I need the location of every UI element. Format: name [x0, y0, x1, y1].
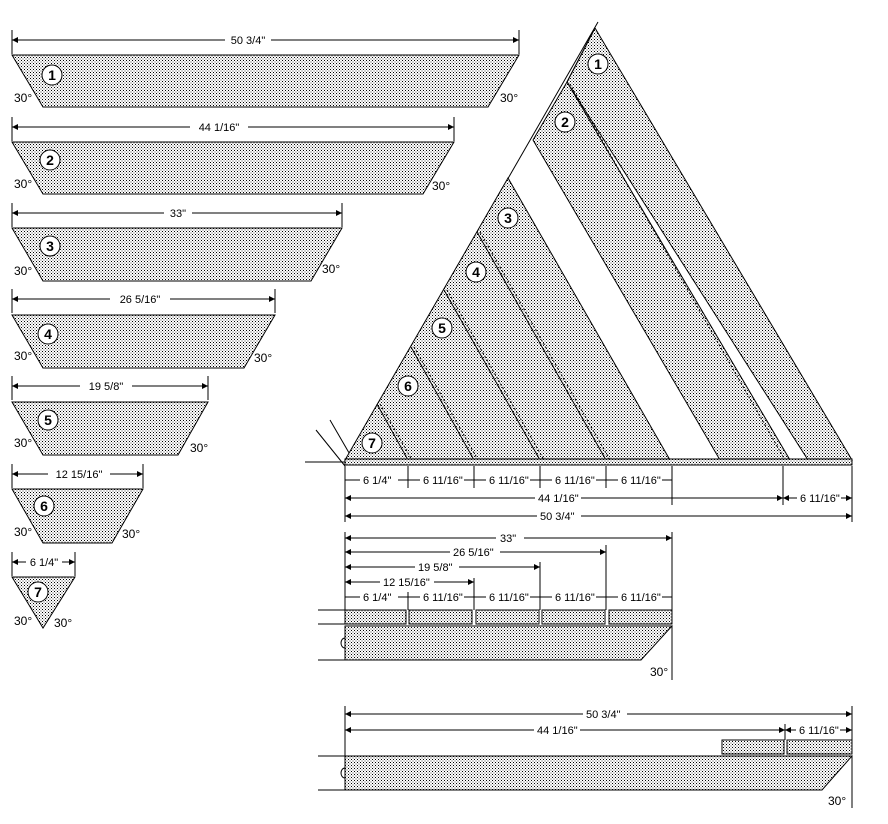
- assembly-spacing-4: 6 11/16": [555, 475, 595, 487]
- assembly-number-5: 5: [438, 320, 446, 336]
- layout2-length-33: 33": [500, 533, 516, 545]
- layout3-length-50: 50 3/4": [586, 709, 621, 721]
- piece-1-angle-right: 30°: [500, 91, 518, 105]
- piece-1: 50 3/4" 1 30° 30°: [11, 30, 520, 108]
- piece-4-angle-right: 30°: [254, 351, 272, 365]
- board-layout-2: 33" 26 5/16" 19 5/8" 12 15/16" 6 1/4" 6 …: [318, 532, 674, 680]
- layout2-length-19: 19 5/8": [418, 562, 453, 574]
- assembly-spacing-3: 6 11/16": [489, 475, 529, 487]
- piece-6-length: 12 15/16": [56, 469, 103, 481]
- piece-5-number: 5: [44, 412, 52, 428]
- piece-4-number: 4: [44, 326, 52, 342]
- layout2-spacing-1: 6 1/4": [363, 592, 391, 604]
- piece-2-number: 2: [46, 152, 54, 168]
- layout3-spacing: 6 11/16": [799, 725, 839, 737]
- assembly-length-50: 50 3/4": [540, 511, 575, 523]
- piece-2-angle-left: 30°: [14, 177, 32, 191]
- assembly-spacing-2: 6 11/16": [423, 475, 463, 487]
- board-layout-3: 50 3/4" 44 1/16" 6 11/16" 30°: [318, 706, 854, 808]
- piece-5: 19 5/8" 5 30° 30°: [11, 376, 209, 456]
- piece-3-number: 3: [46, 238, 54, 254]
- layout2-spacing-2: 6 11/16": [423, 592, 463, 604]
- piece-3-angle-left: 30°: [14, 264, 32, 278]
- piece-7-number: 7: [34, 584, 42, 600]
- assembly-number-7: 7: [368, 435, 376, 451]
- piece-2-angle-right: 30°: [432, 179, 450, 193]
- assembly-number-4: 4: [472, 264, 480, 280]
- layout3-length-44: 44 1/16": [537, 725, 578, 737]
- piece-1-length: 50 3/4": [231, 35, 266, 47]
- piece-5-angle-left: 30°: [14, 436, 32, 450]
- assembly-number-2: 2: [561, 114, 569, 130]
- layout2-angle: 30°: [650, 665, 668, 679]
- assembly-spacing-1: 6 1/4": [363, 475, 391, 487]
- piece-4: 26 5/16" 4 30° 30°: [11, 289, 276, 369]
- assembly-number-3: 3: [504, 210, 512, 226]
- layout2-spacing-3: 6 11/16": [489, 592, 529, 604]
- assembly-spacing-6: 6 11/16": [800, 493, 840, 505]
- piece-4-angle-left: 30°: [14, 349, 32, 363]
- piece-3: 33" 3 30° 30°: [11, 203, 343, 282]
- piece-4-length: 26 5/16": [120, 294, 161, 306]
- piece-2: 44 1/16" 2 30° 30°: [11, 117, 455, 195]
- piece-list: 50 3/4" 1 30° 30° 44 1/16" 2 30° 30°: [11, 30, 520, 630]
- piece-6-number: 6: [40, 498, 48, 514]
- piece-6: 12 15/16" 6 30° 30°: [11, 464, 144, 544]
- assembly-view: 1 2 3 4 5 6 7 6 1/4" 6 11/16" 6 1: [305, 21, 853, 523]
- layout3-angle: 30°: [828, 794, 846, 808]
- piece-6-angle-right: 30°: [122, 527, 140, 541]
- piece-5-angle-right: 30°: [190, 441, 208, 455]
- piece-7: 6 1/4" 7 30° 30°: [11, 552, 76, 630]
- piece-7-angle-left: 30°: [14, 614, 32, 628]
- piece-6-angle-left: 30°: [14, 525, 32, 539]
- assembly-number-6: 6: [404, 378, 412, 394]
- assembly-length-44: 44 1/16": [538, 493, 579, 505]
- assembly-spacing-5: 6 11/16": [621, 475, 661, 487]
- piece-5-length: 19 5/8": [89, 381, 124, 393]
- assembly-number-1: 1: [594, 56, 602, 72]
- piece-7-length: 6 1/4": [30, 557, 58, 569]
- piece-3-length: 33": [170, 208, 186, 220]
- piece-3-angle-right: 30°: [322, 262, 340, 276]
- piece-2-length: 44 1/16": [199, 122, 240, 134]
- piece-1-number: 1: [48, 67, 56, 83]
- layout2-length-12: 12 15/16": [383, 577, 430, 589]
- piece-7-angle-right: 30°: [54, 616, 72, 630]
- layout2-spacing-4: 6 11/16": [555, 592, 595, 604]
- assembly-spacing-row: 6 1/4" 6 11/16" 6 11/16" 6 11/16" 6 11/1…: [344, 466, 853, 523]
- layout2-spacing-5: 6 11/16": [621, 592, 661, 604]
- piece-1-angle-left: 30°: [14, 91, 32, 105]
- layout2-length-26: 26 5/16": [453, 547, 494, 559]
